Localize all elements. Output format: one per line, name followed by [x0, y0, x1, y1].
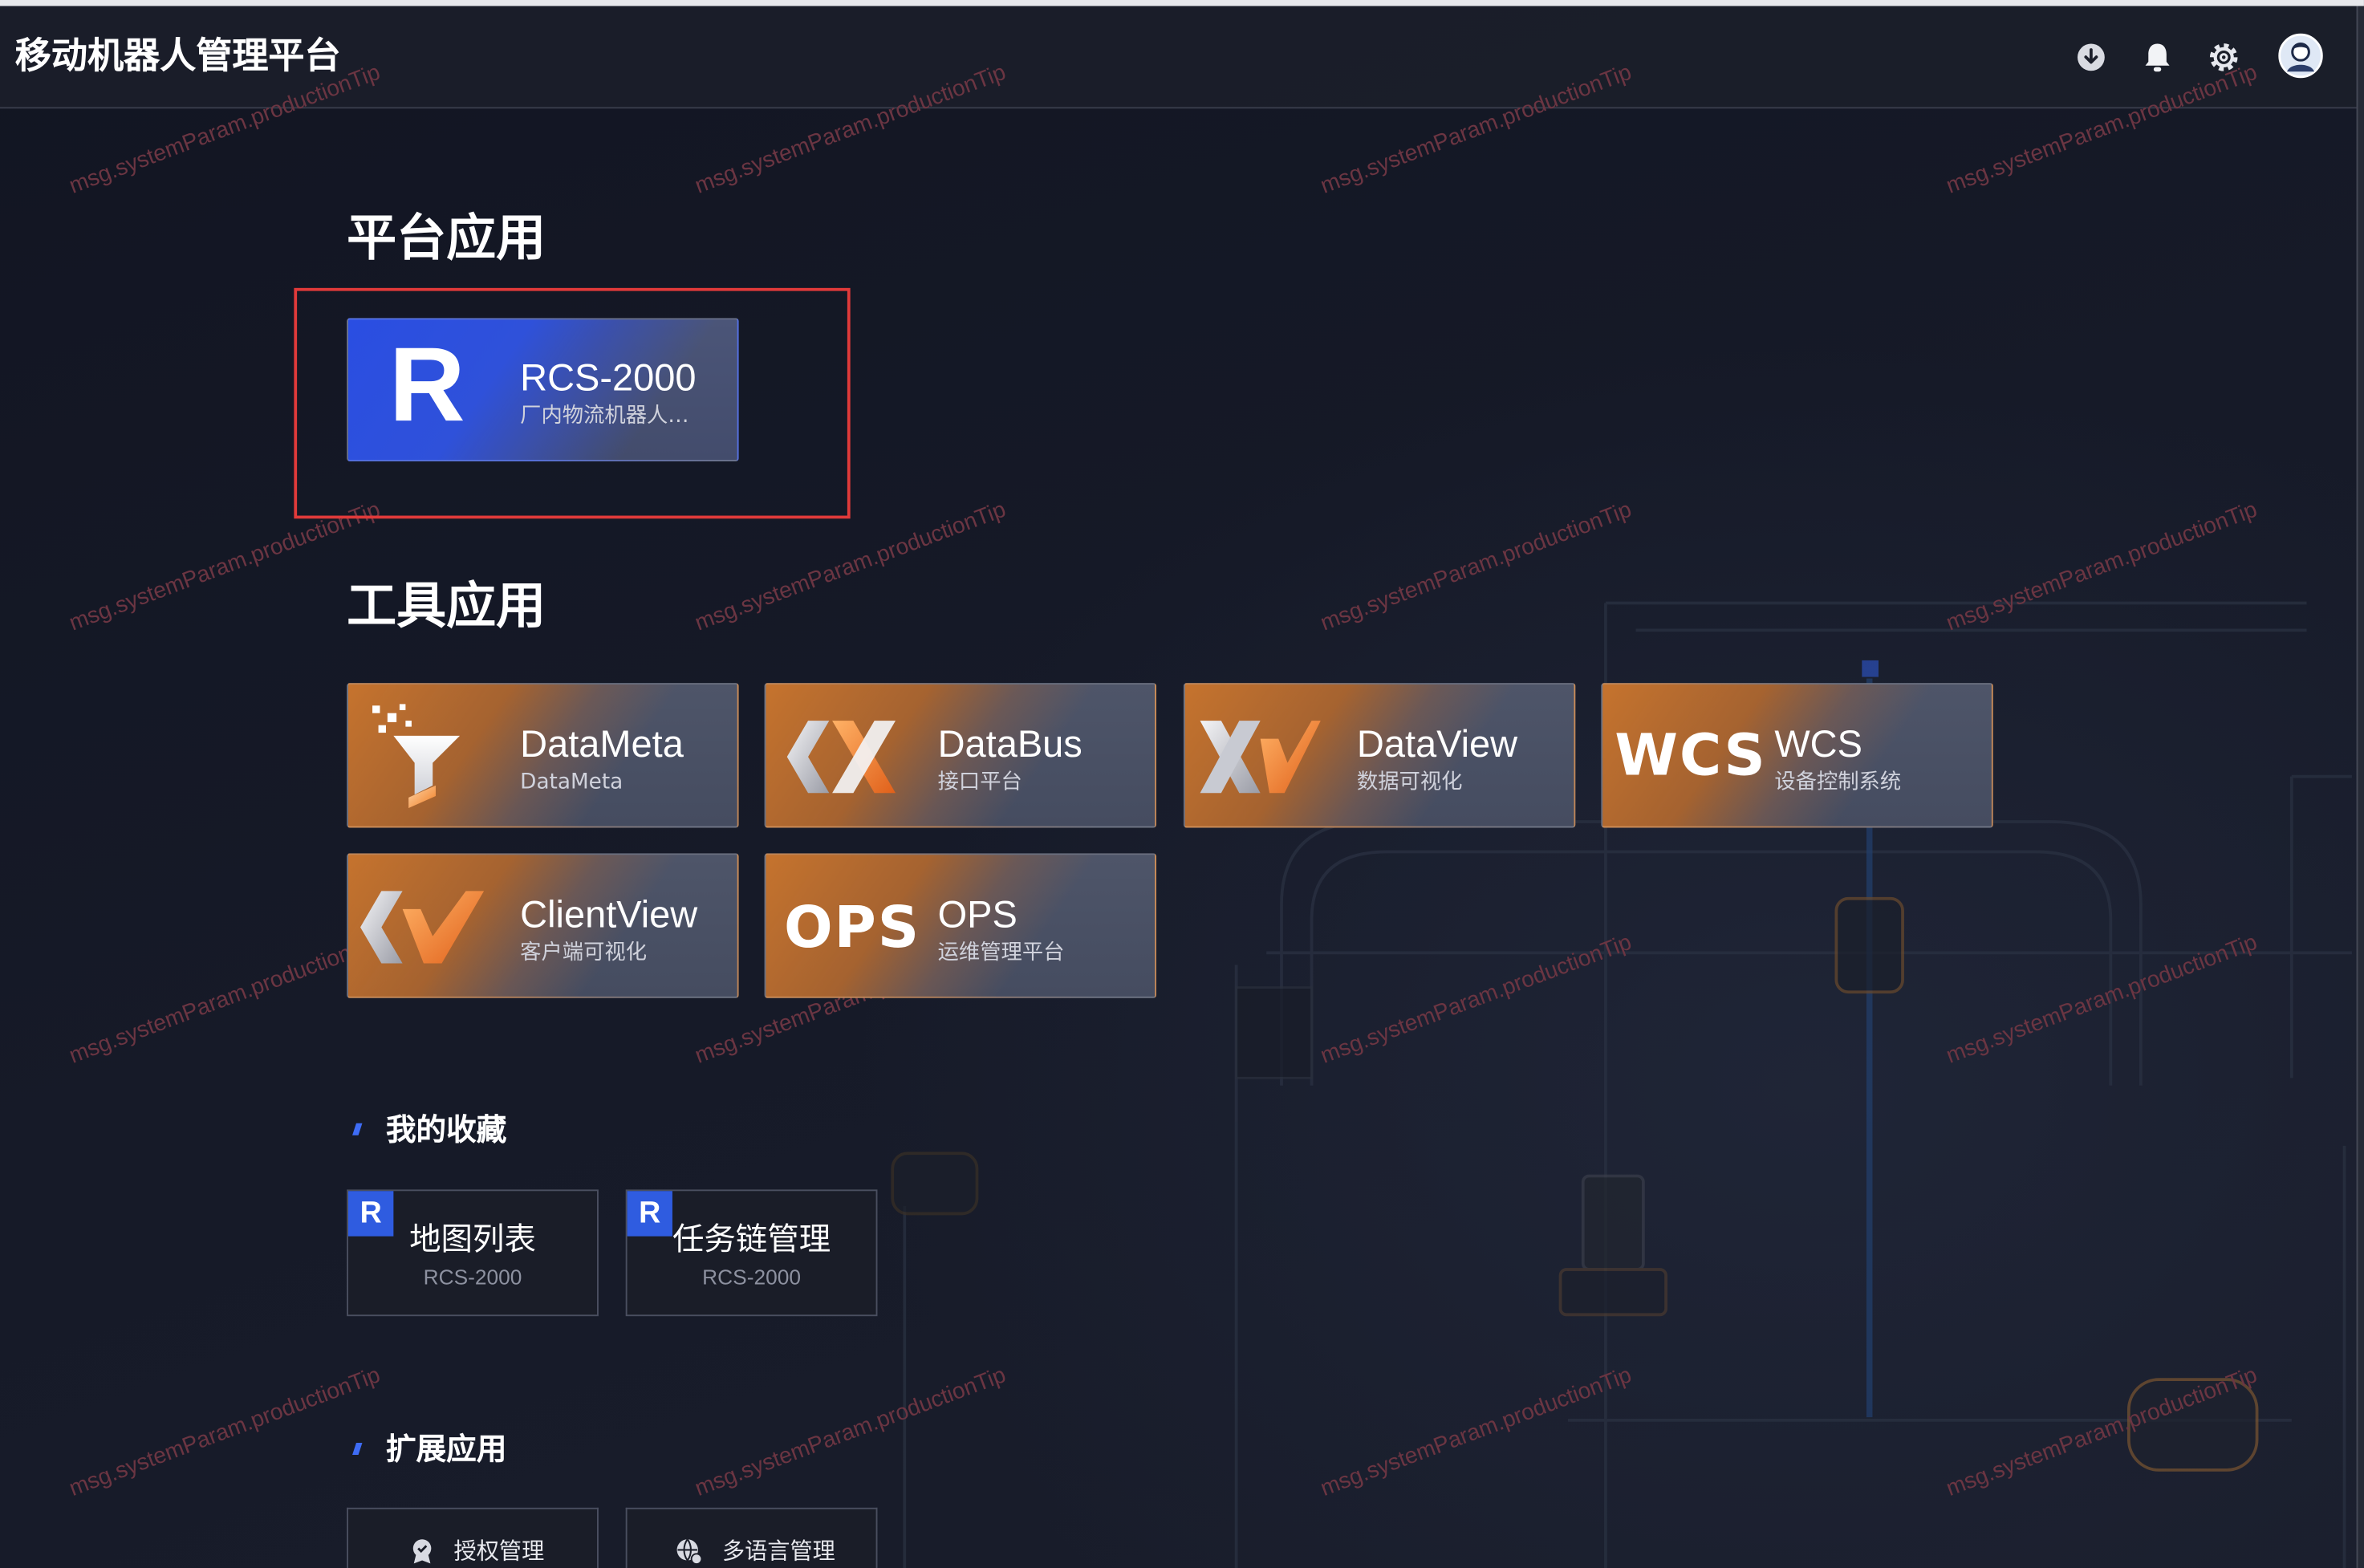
window-edge — [2356, 6, 2364, 1568]
section-title-favorites: 我的收藏 — [385, 1111, 507, 1148]
gear-icon[interactable] — [2208, 43, 2239, 73]
app-card-wcs[interactable]: WCS WCS 设备控制系统 — [1601, 683, 1993, 828]
rcs-badge: R — [627, 1191, 672, 1237]
app-card-databus[interactable]: DataBus 接口平台 — [764, 683, 1157, 828]
app-name: DataMeta — [520, 723, 684, 766]
section-title-tools: 工具应用 — [347, 575, 546, 635]
highlight-box — [294, 287, 851, 519]
dataview-logo-icon — [1200, 721, 1321, 794]
rcs-badge: R — [348, 1191, 394, 1237]
extension-name: 多语言管理 — [721, 1538, 835, 1566]
wcs-logo: WCS — [1615, 721, 1767, 789]
app-desc: 数据可视化 — [1356, 770, 1463, 795]
app-title: 移动机器人管理平台 — [14, 35, 341, 77]
app-desc: 设备控制系统 — [1774, 770, 1902, 795]
app-desc: 客户端可视化 — [520, 940, 648, 965]
license-badge-icon — [412, 1539, 432, 1564]
app-desc: DataMeta — [520, 770, 623, 795]
section-title-platform: 平台应用 — [347, 208, 546, 267]
app-card-ops[interactable]: OPS OPS 运维管理平台 — [764, 853, 1157, 998]
bell-icon[interactable] — [2143, 41, 2173, 74]
app-name: DataView — [1356, 723, 1518, 766]
app-card-rcs-2000[interactable]: R RCS-2000 厂内物流机器人… — [347, 318, 739, 461]
favorite-card-task-chain[interactable]: R 任务链管理 RCS-2000 — [625, 1189, 878, 1317]
app-name: WCS — [1774, 723, 1862, 766]
favorite-card-map-list[interactable]: R 地图列表 RCS-2000 — [347, 1189, 599, 1317]
language-globe-icon — [676, 1538, 703, 1566]
rcs-logo: R — [388, 325, 465, 444]
app-name: DataBus — [937, 723, 1082, 766]
databus-logo-icon — [786, 721, 896, 794]
app-name: ClientView — [520, 894, 698, 936]
extension-card-multilanguage[interactable]: 多语言管理 — [625, 1507, 878, 1568]
favorite-app: RCS-2000 — [423, 1265, 522, 1290]
app-name: OPS — [937, 894, 1017, 936]
datameta-funnel-logo-icon — [372, 704, 461, 809]
download-icon[interactable] — [2076, 43, 2106, 73]
window-top-strip — [0, 0, 2364, 6]
app-card-datameta[interactable]: DataMeta DataMeta — [347, 683, 739, 828]
extension-name: 授权管理 — [453, 1538, 545, 1566]
top-header: 移动机器人管理平台 — [0, 6, 2364, 109]
app-desc: 运维管理平台 — [937, 940, 1065, 965]
app-name: RCS-2000 — [520, 357, 697, 400]
app-desc: 厂内物流机器人… — [520, 404, 689, 429]
ops-logo: OPS — [783, 894, 921, 961]
favorite-app: RCS-2000 — [702, 1265, 801, 1290]
app-card-dataview[interactable]: DataView 数据可视化 — [1183, 683, 1576, 828]
favorite-name: 任务链管理 — [672, 1221, 831, 1257]
clientview-logo-icon — [360, 891, 485, 964]
favorite-name: 地图列表 — [409, 1221, 536, 1257]
app-card-clientview[interactable]: ClientView 客户端可视化 — [347, 853, 739, 998]
extension-card-license[interactable]: 授权管理 — [347, 1507, 599, 1568]
avatar-icon[interactable] — [2278, 33, 2323, 79]
section-title-extensions: 扩展应用 — [385, 1430, 507, 1468]
app-desc: 接口平台 — [937, 770, 1022, 795]
